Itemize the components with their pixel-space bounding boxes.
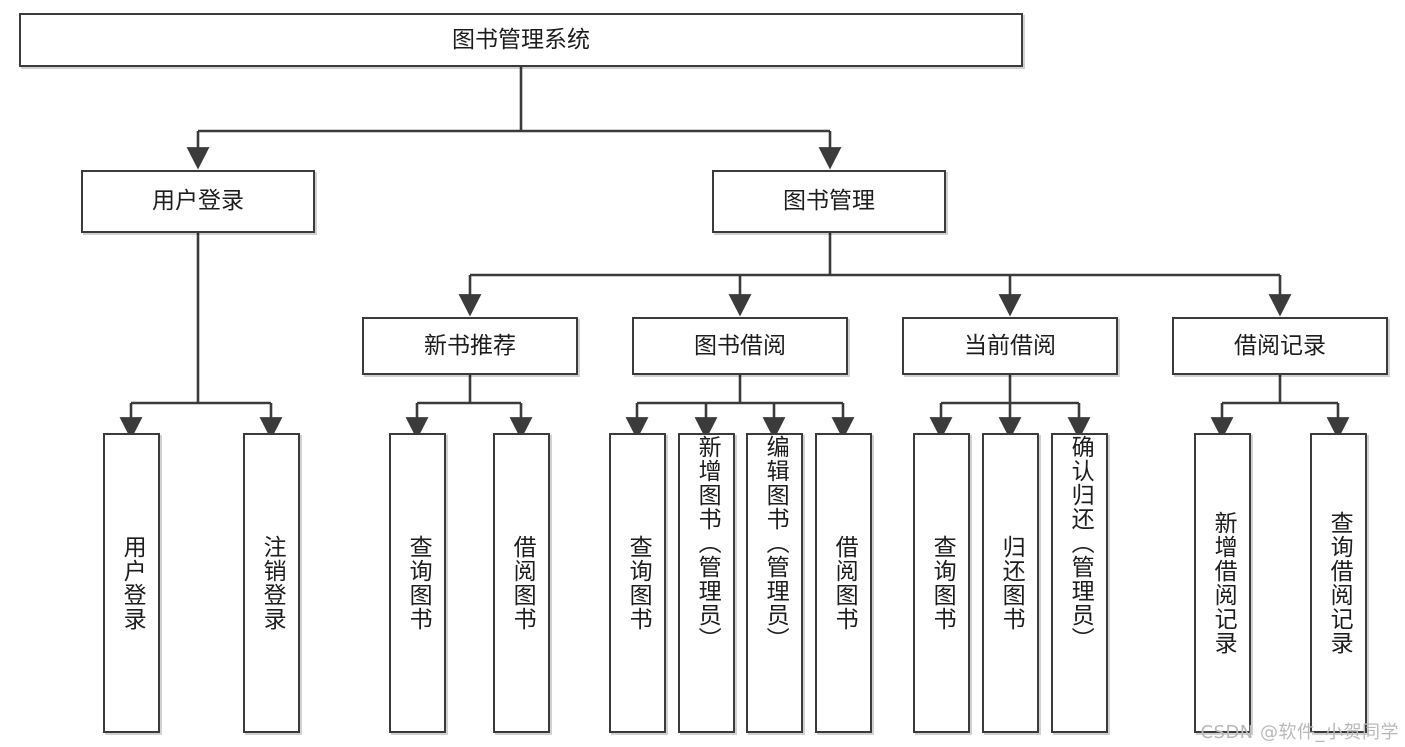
node-label: 借阅图书 xyxy=(831,535,858,631)
node-label: 查询借阅记录 xyxy=(1326,511,1353,655)
node-leaf-query-book-3[interactable]: 查询图书 xyxy=(913,433,970,733)
node-label: 当前借阅 xyxy=(964,332,1056,359)
node-label: 新书推荐 xyxy=(424,332,516,359)
node-label: 查询图书 xyxy=(929,535,956,631)
node-label: 用户登录 xyxy=(119,535,146,631)
node-leaf-user-login[interactable]: 用户登录 xyxy=(103,433,160,733)
node-leaf-query-book-2[interactable]: 查询图书 xyxy=(609,433,666,733)
node-leaf-borrow-book-2[interactable]: 借阅图书 xyxy=(815,433,872,733)
node-label: 归还图书 xyxy=(998,535,1025,631)
node-label: 用户登录 xyxy=(152,188,244,215)
node-leaf-query-record[interactable]: 查询借阅记录 xyxy=(1310,433,1367,733)
node-label: 新增借阅记录 xyxy=(1210,511,1237,655)
watermark: CSDN @软件_小贺同学 xyxy=(1200,722,1399,743)
node-leaf-query-book-1[interactable]: 查询图书 xyxy=(389,433,446,733)
node-label: 借阅图书 xyxy=(509,535,536,631)
node-root-book-management-system[interactable]: 图书管理系统 xyxy=(19,13,1023,67)
node-book-borrow[interactable]: 图书借阅 xyxy=(632,317,848,375)
node-label: 图书管理 xyxy=(783,188,875,215)
node-label: 编辑图书（管理员） xyxy=(762,435,789,651)
node-current-borrow[interactable]: 当前借阅 xyxy=(902,317,1118,375)
node-label: 查询图书 xyxy=(625,535,652,631)
node-leaf-return-book[interactable]: 归还图书 xyxy=(982,433,1039,733)
node-leaf-add-book[interactable]: 新增图书（管理员） xyxy=(678,433,735,733)
node-leaf-edit-book[interactable]: 编辑图书（管理员） xyxy=(746,433,803,733)
node-label: 确认归还（管理员） xyxy=(1067,435,1094,651)
node-label: 注销登录 xyxy=(259,535,286,631)
node-leaf-user-logout[interactable]: 注销登录 xyxy=(243,433,300,733)
node-leaf-borrow-book-1[interactable]: 借阅图书 xyxy=(493,433,550,733)
node-book-management[interactable]: 图书管理 xyxy=(712,170,946,233)
node-new-book-recommend[interactable]: 新书推荐 xyxy=(362,317,578,375)
node-leaf-confirm-return[interactable]: 确认归还（管理员） xyxy=(1051,433,1108,733)
node-borrow-record[interactable]: 借阅记录 xyxy=(1172,317,1388,375)
node-label: 图书管理系统 xyxy=(452,26,590,53)
node-label: 新增图书（管理员） xyxy=(694,435,721,651)
node-label: 查询图书 xyxy=(405,535,432,631)
node-label: 借阅记录 xyxy=(1234,332,1326,359)
node-leaf-add-record[interactable]: 新增借阅记录 xyxy=(1194,433,1251,733)
node-label: 图书借阅 xyxy=(694,332,786,359)
node-user-login[interactable]: 用户登录 xyxy=(81,170,315,233)
